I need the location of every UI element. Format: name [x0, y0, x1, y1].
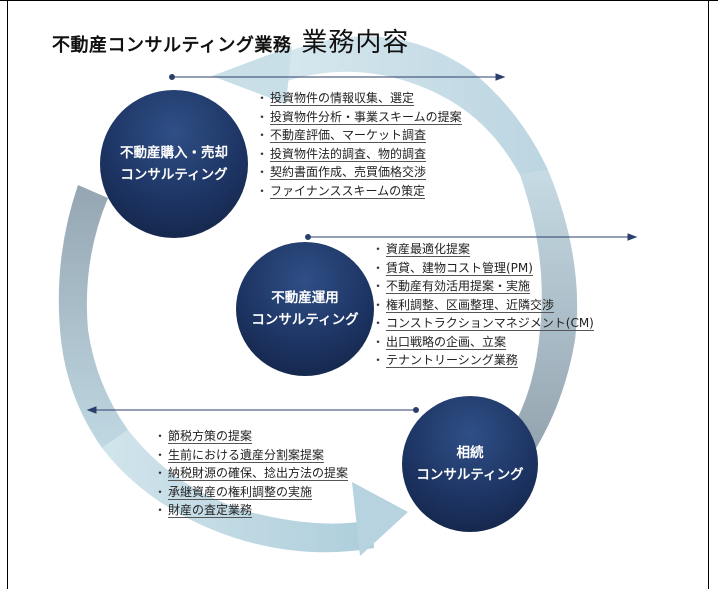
list-item: ・投資物件法的調査、物的調査 [256, 145, 462, 164]
list-item-text: 資産最適化提案 [386, 242, 471, 257]
list-item-text: 権利調整、区画整理、近隣交渉 [386, 297, 555, 313]
item-list-inheritance: ・節税方策の提案 ・生前における遺産分割案提案 ・納税財源の確保、捻出方法の提案… [154, 427, 349, 520]
bullet: ・ [256, 91, 269, 105]
list-item: ・資産最適化提案 [372, 240, 594, 259]
list-item-text: 投資物件分析・事業スキームの提案 [270, 109, 462, 125]
bullet: ・ [256, 165, 269, 179]
arrow-top-head [212, 46, 292, 104]
list-item: ・出口戦略の企画、立案 [372, 333, 594, 352]
bullet: ・ [256, 128, 269, 142]
connector-dot-3 [413, 407, 419, 413]
list-item-text: 投資物件の情報収集、選定 [270, 91, 415, 106]
circle-label-line: 相続 [456, 445, 484, 461]
circle-label-line: コンサルティング [120, 167, 228, 183]
list-item-text: 承継資産の権利調整の実施 [168, 484, 313, 500]
bullet: ・ [372, 260, 385, 275]
list-item-text: 生前における遺産分割案提案 [168, 447, 325, 463]
bullet: ・ [154, 484, 167, 499]
list-item: ・投資物件の情報収集、選定 [256, 89, 462, 108]
bullet: ・ [372, 279, 385, 293]
list-item: ・コンストラクションマネジメント(CM) [372, 314, 594, 333]
list-item-text: 契約書面作成、売買価格交渉 [270, 165, 427, 180]
bullet: ・ [372, 242, 385, 256]
bullet: ・ [372, 334, 385, 349]
list-item: ・不動産有効活用提案・実施 [372, 277, 594, 296]
title-main: 不動産コンサルティング業務 [52, 35, 292, 56]
connector-arrowhead-2 [627, 233, 638, 241]
list-item: ・節税方策の提案 [154, 427, 348, 446]
list-item-text: 出口戦略の企画、立案 [386, 334, 507, 350]
bullet: ・ [256, 183, 269, 198]
arrow-right [510, 170, 578, 450]
list-item-text: 不動産評価、マーケット調査 [270, 128, 427, 143]
list-item: ・財産の査定業務 [154, 501, 348, 520]
list-item-text: 財産の査定業務 [168, 503, 253, 518]
list-item: ・承継資産の権利調整の実施 [154, 483, 348, 502]
arrow-bottom [102, 430, 374, 553]
bullet: ・ [372, 316, 385, 330]
bullet: ・ [154, 429, 167, 443]
list-item: ・納税財源の確保、捻出方法の提案 [154, 464, 349, 483]
list-item-text: 賃貸、建物コスト管理(PM) [386, 260, 533, 276]
arrow-top [268, 36, 548, 175]
bullet: ・ [154, 447, 167, 462]
list-item-text: コンストラクションマネジメント(CM) [386, 316, 594, 331]
bullet: ・ [372, 353, 385, 367]
list-item: ・ファイナンススキームの策定 [256, 182, 462, 201]
list-item: ・生前における遺産分割案提案 [154, 446, 348, 465]
frame-left-line [7, 0, 8, 589]
bullet: ・ [372, 297, 385, 312]
bullet: ・ [154, 466, 167, 480]
list-item: ・契約書面作成、売買価格交渉 [256, 163, 462, 182]
connector-dot-2 [305, 234, 311, 240]
list-item-text: 納税財源の確保、捻出方法の提案 [168, 466, 349, 481]
bullet: ・ [154, 503, 167, 517]
arrow-bottom-head [352, 482, 408, 556]
connector-arrowhead-1 [495, 73, 506, 81]
list-item: ・投資物件分析・事業スキームの提案 [256, 108, 462, 127]
circle-operation: 不動産運用 コンサルティング [236, 242, 374, 376]
circle-label-line: 不動産運用 [271, 290, 339, 306]
circle-label-line: コンサルティング [251, 312, 359, 328]
list-item-text: テナントリーシング業務 [386, 353, 518, 368]
list-item: ・権利調整、区画整理、近隣交渉 [372, 296, 594, 315]
circle-label-line: コンサルティング [416, 467, 524, 483]
item-list-purchase-sale: ・投資物件の情報収集、選定 ・投資物件分析・事業スキームの提案 ・不動産評価、マ… [256, 89, 462, 200]
connector-arrowhead-3 [86, 406, 97, 414]
connector-dot-1 [169, 74, 175, 80]
list-item-text: 節税方策の提案 [168, 429, 253, 444]
circle-label-line: 不動産購入・売却 [120, 145, 228, 161]
bullet: ・ [256, 146, 269, 161]
circle-inheritance: 相続 コンサルティング [402, 396, 538, 532]
list-item-text: 不動産有効活用提案・実施 [386, 279, 531, 294]
circle-purchase-sale: 不動産購入・売却 コンサルティング [100, 90, 248, 238]
list-item-text: ファイナンススキームの策定 [270, 183, 426, 199]
list-item: ・テナントリーシング業務 [372, 351, 594, 370]
list-item: ・不動産評価、マーケット調査 [256, 126, 462, 145]
list-item-text: 投資物件法的調査、物的調査 [270, 146, 427, 162]
item-list-operation: ・資産最適化提案 ・賃貸、建物コスト管理(PM) ・不動産有効活用提案・実施 ・… [372, 240, 594, 370]
frame-top-line [0, 0, 718, 1]
frame-right-line [708, 0, 709, 589]
bullet: ・ [256, 109, 269, 124]
arrow-left [58, 185, 128, 448]
title-sub: 業務内容 [301, 28, 410, 58]
list-item: ・賃貸、建物コスト管理(PM) [372, 259, 594, 278]
page-title: 不動産コンサルティング業務業務内容 [52, 22, 409, 59]
